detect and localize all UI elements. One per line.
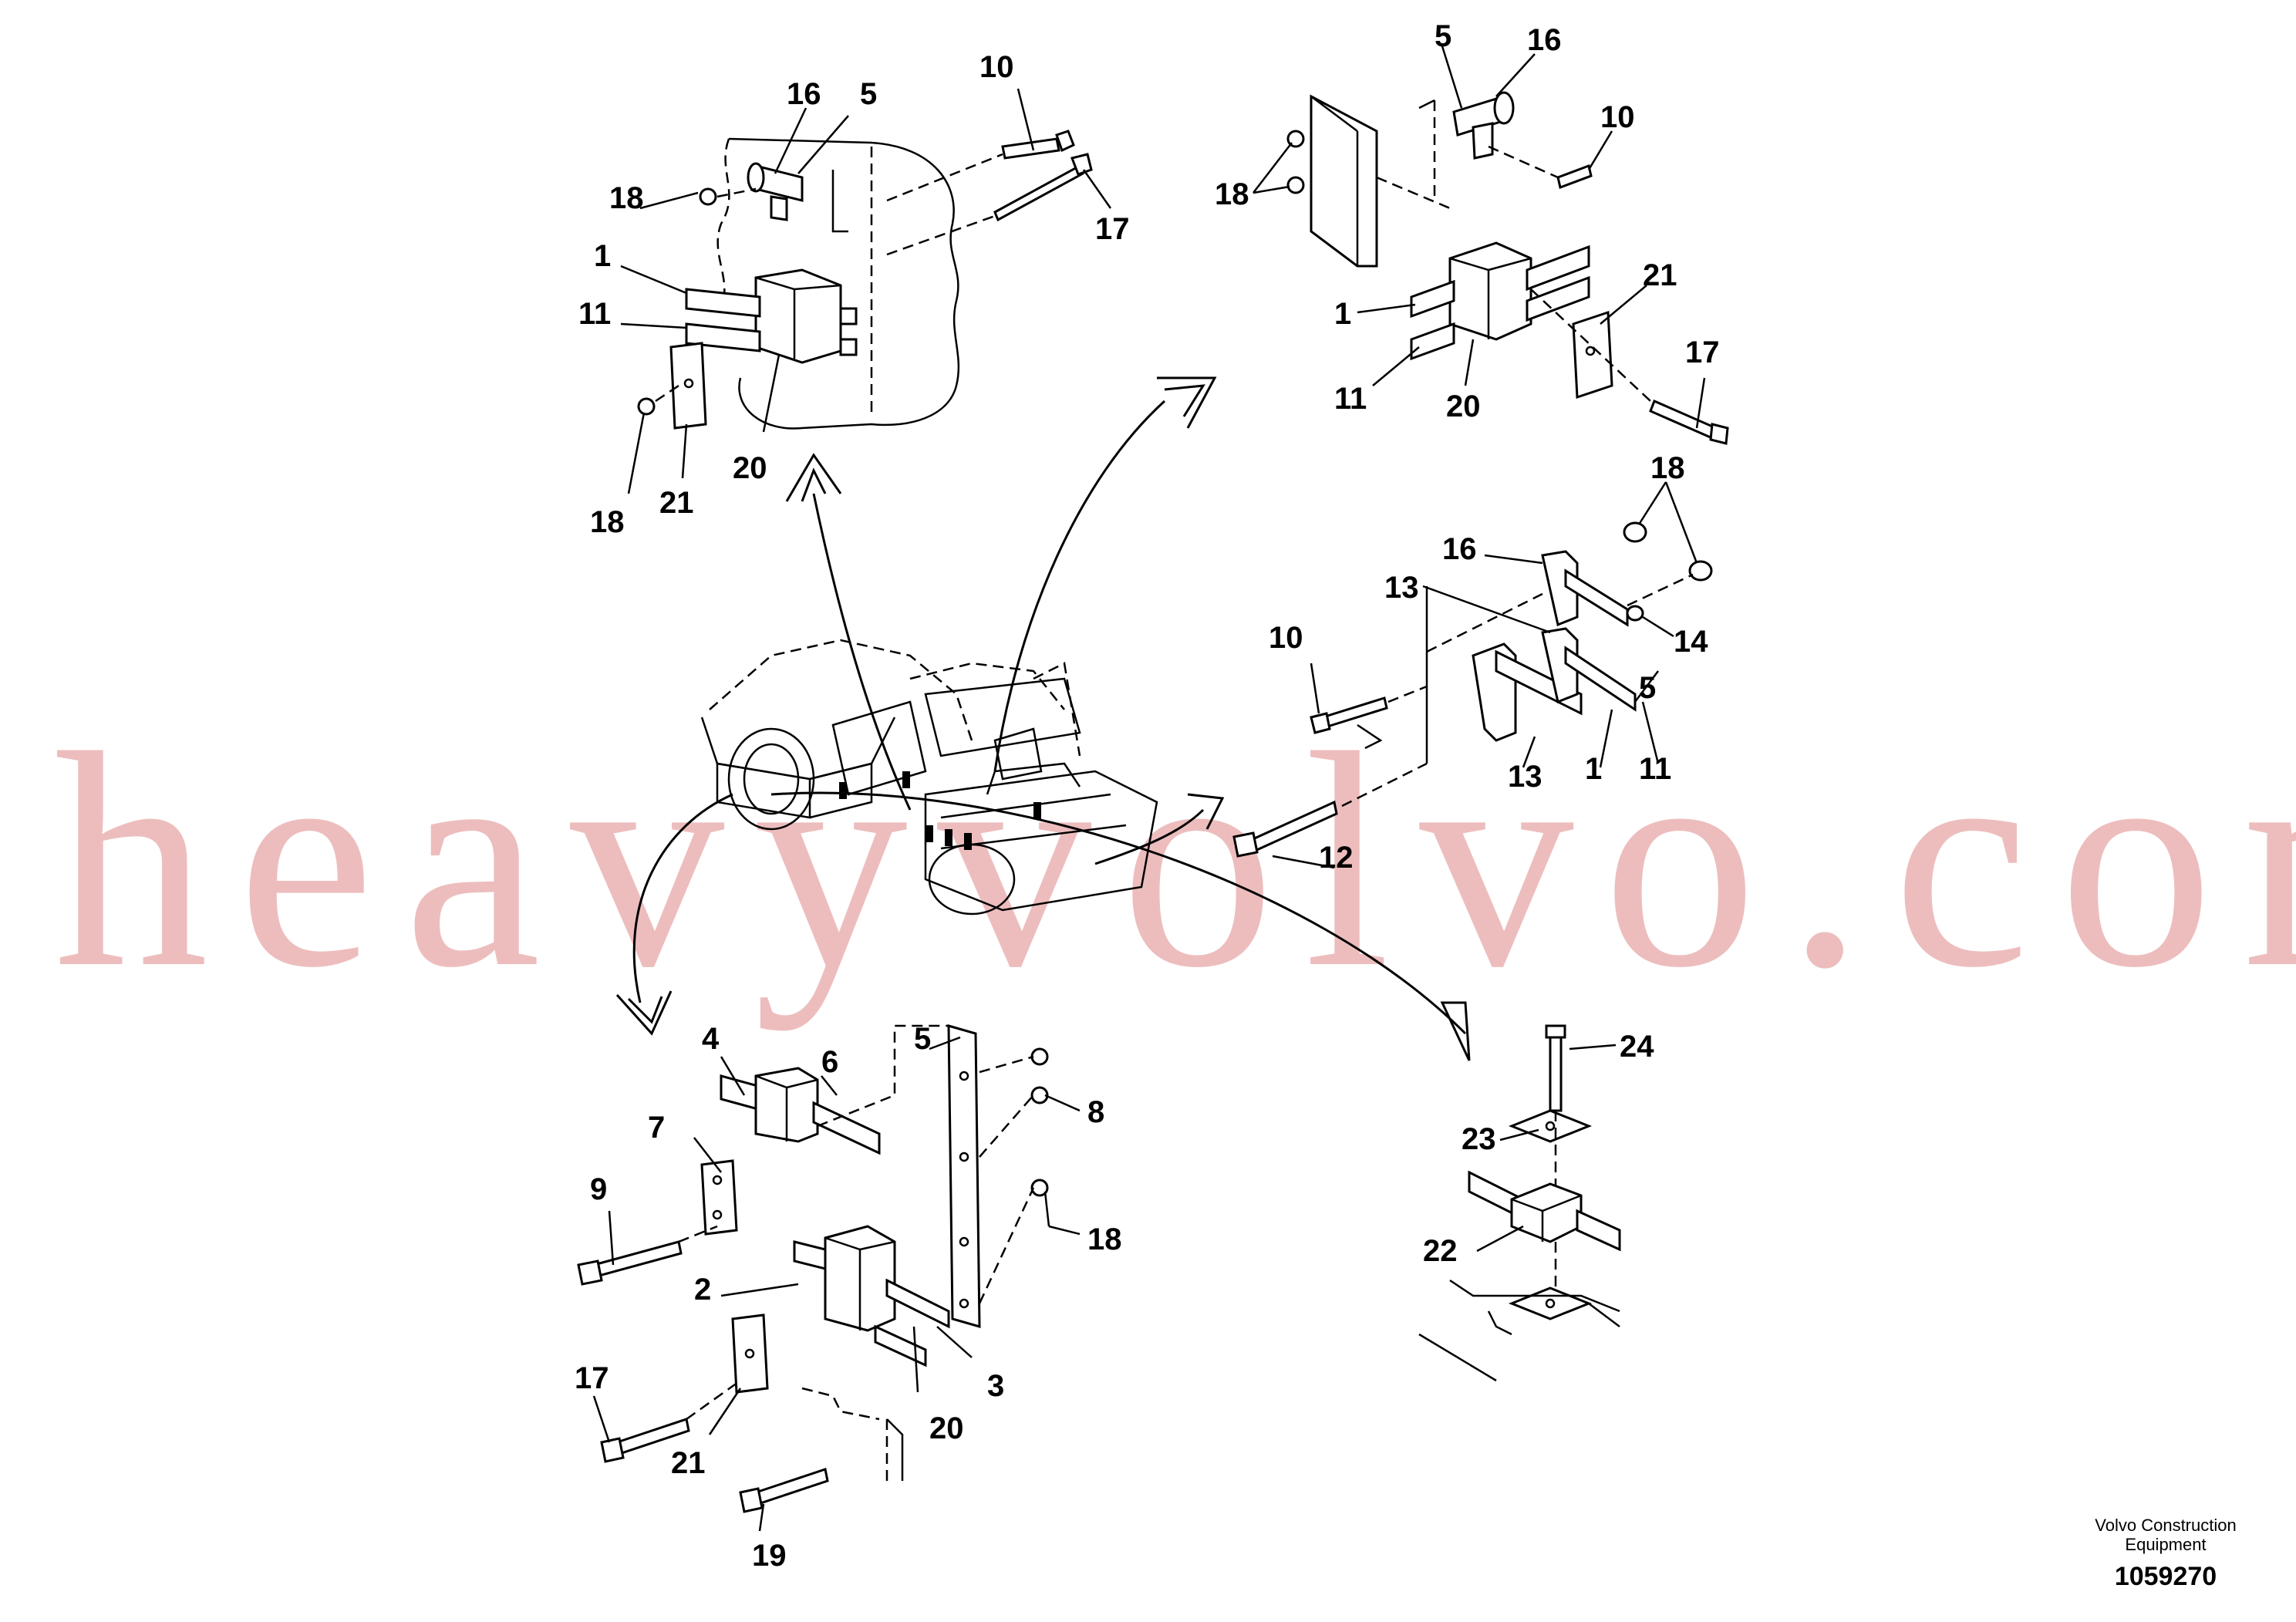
- callout-20: 20: [733, 451, 767, 485]
- callout-17: 17: [1095, 212, 1130, 246]
- callout-16: 16: [1442, 532, 1477, 566]
- callout-1: 1: [1585, 752, 1602, 786]
- callout-22: 22: [1423, 1234, 1458, 1268]
- callout-14: 14: [1674, 625, 1708, 659]
- callout-10: 10: [1269, 621, 1303, 655]
- callout-23: 23: [1462, 1122, 1496, 1156]
- callout-18: 18: [1650, 451, 1685, 485]
- callout-16: 16: [787, 77, 821, 111]
- callout-9: 9: [590, 1172, 607, 1206]
- assembly-bottom-right: 24 23 22: [1418, 1024, 1654, 1382]
- callout-1: 1: [594, 239, 611, 273]
- callout-5: 5: [1639, 671, 1656, 705]
- brand-line-1: Volvo Construction: [2095, 1516, 2236, 1535]
- callout-18: 18: [1087, 1222, 1122, 1256]
- callout-18: 18: [1215, 177, 1249, 211]
- brand-line-2: Equipment: [2125, 1535, 2206, 1554]
- machine-overview: [700, 639, 1158, 916]
- callout-20: 20: [1446, 389, 1481, 423]
- callout-21: 21: [1643, 258, 1677, 292]
- callout-7: 7: [648, 1111, 665, 1145]
- callout-24: 24: [1620, 1030, 1654, 1064]
- callout-18b: 18: [590, 505, 625, 539]
- callout-13: 13: [1384, 571, 1419, 605]
- callout-20: 20: [929, 1411, 964, 1445]
- assembly-middle-right: 18 16 13 14 10 5 13 1 11 12: [1232, 451, 1713, 875]
- callout-17: 17: [1685, 336, 1720, 369]
- callout-18: 18: [609, 181, 644, 215]
- callout-10: 10: [979, 50, 1014, 84]
- callout-5: 5: [1435, 19, 1451, 53]
- callout-11: 11: [578, 297, 611, 331]
- callout-4: 4: [702, 1022, 720, 1056]
- assembly-top-right: 5 16 10 18 21 1 17 11 20: [1215, 19, 1729, 445]
- callout-8: 8: [1087, 1095, 1104, 1129]
- callout-3: 3: [987, 1369, 1004, 1403]
- callout-21: 21: [659, 486, 694, 520]
- callout-2: 2: [694, 1273, 711, 1307]
- assembly-bottom-left: 4 6 5 7 9 8 2 18 17 3 21 20 19: [575, 1022, 1122, 1573]
- assembly-top-left: 16 5 10 18 17 1 11 20 18 21: [578, 50, 1130, 539]
- callout-1: 1: [1334, 297, 1351, 331]
- callout-10: 10: [1600, 100, 1635, 134]
- document-number: 1059270: [2115, 1562, 2217, 1591]
- callout-19: 19: [752, 1539, 787, 1573]
- callout-16: 16: [1527, 23, 1562, 57]
- callout-5: 5: [860, 77, 877, 111]
- callout-17: 17: [575, 1361, 609, 1395]
- callout-21: 21: [671, 1446, 706, 1480]
- callout-11: 11: [1639, 752, 1671, 786]
- callout-5: 5: [914, 1022, 931, 1056]
- callout-6: 6: [821, 1045, 838, 1079]
- callout-11: 11: [1334, 382, 1367, 416]
- callout-12: 12: [1319, 841, 1354, 875]
- callout-13b: 13: [1508, 760, 1542, 794]
- callout-arrows: [615, 376, 1471, 1061]
